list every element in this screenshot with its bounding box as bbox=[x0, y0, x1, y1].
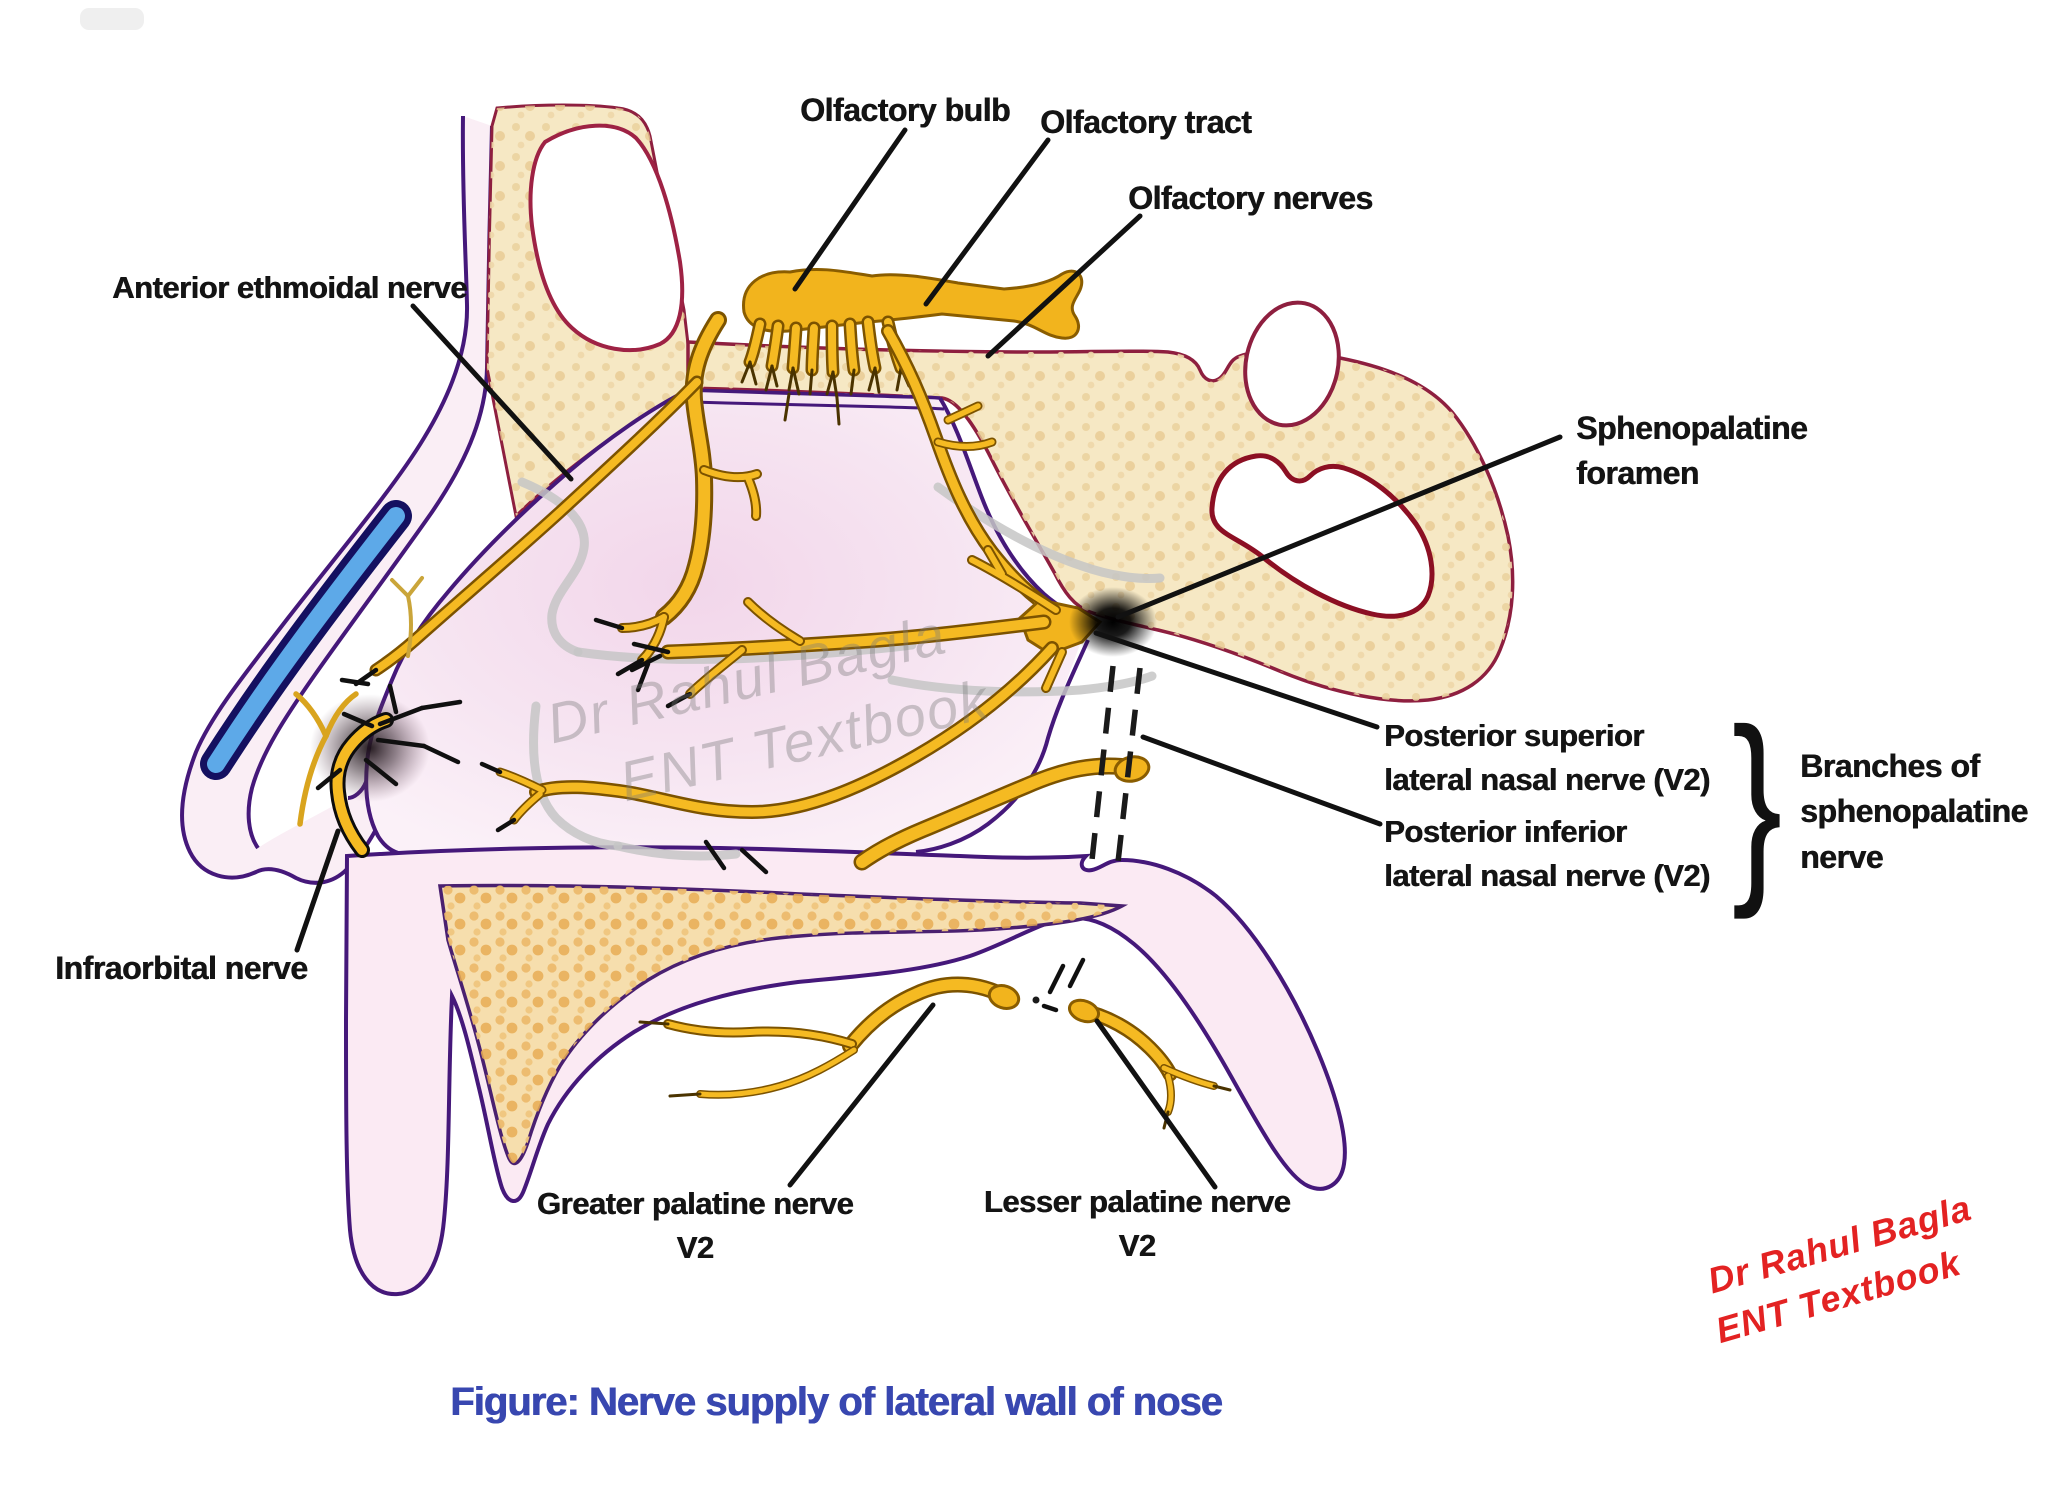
label-greater-palatine-line1: Greater palatine nerve bbox=[536, 1186, 854, 1221]
label-posterior-superior: Posterior superior lateral nasal nerve (… bbox=[1384, 714, 1710, 802]
brace-sphenopalatine: } bbox=[1731, 685, 1783, 920]
frontal-sinus bbox=[528, 123, 685, 352]
posterior-inferior-nasal-nerve bbox=[853, 755, 1151, 871]
label-sphenopalatine-foramen-line1: Sphenopalatine bbox=[1576, 410, 1808, 446]
label-branches-line1: Branches of bbox=[1800, 748, 1980, 784]
label-posterior-inferior-line1: Posterior inferior bbox=[1384, 814, 1627, 849]
greater-palatine-nerve bbox=[638, 976, 1021, 1099]
label-lesser-palatine-v2: V2 bbox=[1118, 1228, 1156, 1264]
sphenoid-bone bbox=[686, 300, 1515, 703]
infraorbital-nerve bbox=[293, 576, 463, 858]
label-anterior-ethmoidal-nerve: Anterior ethmoidal nerve bbox=[112, 270, 467, 305]
label-olfactory-tract: Olfactory tract bbox=[1040, 104, 1252, 140]
label-lesser-palatine: Lesser palatine nerve V2 bbox=[975, 1180, 1299, 1268]
label-olfactory-bulb: Olfactory bulb bbox=[800, 92, 1010, 128]
label-sphenopalatine-foramen: Sphenopalatine foramen bbox=[1576, 406, 1808, 497]
nasal-cartilage bbox=[200, 500, 412, 780]
leader-lines bbox=[294, 127, 1563, 1190]
label-sphenopalatine-foramen-line2: foramen bbox=[1576, 455, 1699, 492]
gray-sketch-curves bbox=[517, 477, 1165, 861]
label-lesser-palatine-line1: Lesser palatine nerve bbox=[983, 1184, 1291, 1219]
anterior-ethmoidal-nerve bbox=[339, 311, 762, 693]
palate bbox=[343, 845, 1347, 1297]
label-posterior-superior-line1: Posterior superior bbox=[1384, 718, 1644, 753]
label-branches-line3: nerve bbox=[1800, 838, 1883, 875]
frontal-bone bbox=[485, 103, 690, 520]
dashed-pathways bbox=[1032, 665, 1143, 1013]
lesser-palatine-nerve bbox=[1067, 998, 1232, 1130]
label-olfactory-nerves: Olfactory nerves bbox=[1128, 180, 1373, 216]
label-posterior-inferior-line2: lateral nasal nerve (V2) bbox=[1384, 858, 1710, 894]
upper-sinus-hollow bbox=[1243, 300, 1341, 428]
label-branches-line2: sphenopalatine bbox=[1800, 793, 2028, 830]
sphenopalatine-branches bbox=[479, 545, 1103, 875]
label-branches-of-sphenopalatine: Branches of sphenopalatine nerve bbox=[1800, 744, 2028, 880]
sphenopalatine-foramen-spot bbox=[1069, 587, 1157, 657]
label-posterior-superior-line2: lateral nasal nerve (V2) bbox=[1384, 762, 1710, 798]
label-posterior-inferior: Posterior inferior lateral nasal nerve (… bbox=[1384, 810, 1710, 898]
label-infraorbital-nerve: Infraorbital nerve bbox=[55, 950, 308, 986]
corner-smudge bbox=[80, 8, 144, 30]
label-greater-palatine: Greater palatine nerve V2 bbox=[522, 1182, 868, 1270]
nerves bbox=[293, 267, 1232, 1130]
figure-title: Figure: Nerve supply of lateral wall of … bbox=[450, 1380, 1223, 1424]
label-greater-palatine-v2: V2 bbox=[676, 1230, 714, 1266]
